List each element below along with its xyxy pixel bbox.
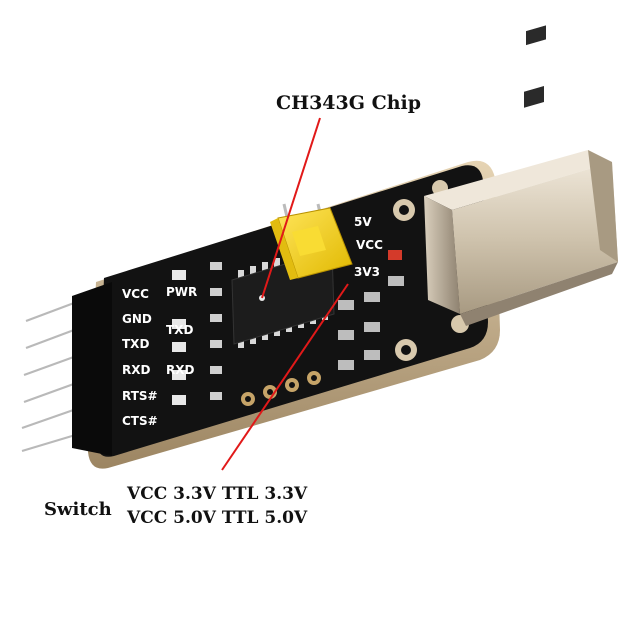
smd-components bbox=[338, 250, 404, 370]
led-indicators: PWR TXD RXD bbox=[166, 270, 197, 405]
usb-a-connector bbox=[424, 25, 618, 326]
mode-5v0-label: VCC 5.0V TTL 5.0V bbox=[127, 508, 308, 528]
voltage-jumper[interactable] bbox=[270, 203, 353, 280]
chip-label: CH343G Chip bbox=[276, 92, 422, 114]
pin-label-rxd: RXD bbox=[122, 363, 150, 377]
led-pwr bbox=[172, 270, 186, 280]
pin-label-txd: TXD bbox=[122, 337, 149, 351]
led-label-txd: TXD bbox=[166, 323, 193, 337]
jumper-labels: 5V VCC 3V3 bbox=[354, 215, 383, 279]
pin-labels: VCC GND TXD RXD RTS# CTS# bbox=[122, 287, 158, 428]
mode-3v3-label: VCC 3.3V TTL 3.3V bbox=[127, 484, 308, 504]
pin-label-cts: CTS# bbox=[122, 414, 158, 428]
pin-label-gnd: GND bbox=[122, 312, 152, 326]
usb-window-upper bbox=[526, 25, 546, 46]
jumper-label-5v: 5V bbox=[354, 215, 372, 229]
chip-pointer-line bbox=[261, 117, 321, 299]
jumper-label-vcc: VCC bbox=[356, 238, 383, 252]
led-label-rxd: RXD bbox=[166, 363, 194, 377]
resistor-column bbox=[210, 262, 222, 400]
switch-pointer-line bbox=[221, 283, 349, 471]
annotation-lines bbox=[221, 117, 349, 471]
pin-label-rts: RTS# bbox=[122, 389, 158, 403]
pin-label-vcc: VCC bbox=[122, 287, 149, 301]
usb-window-lower bbox=[524, 86, 544, 108]
switch-label: Switch bbox=[44, 499, 112, 520]
led-rxd bbox=[172, 370, 186, 380]
led-label-pwr: PWR bbox=[166, 285, 197, 299]
jumper-label-3v3: 3V3 bbox=[354, 265, 380, 279]
pin-header-block bbox=[72, 282, 112, 456]
led-txd bbox=[172, 319, 186, 329]
